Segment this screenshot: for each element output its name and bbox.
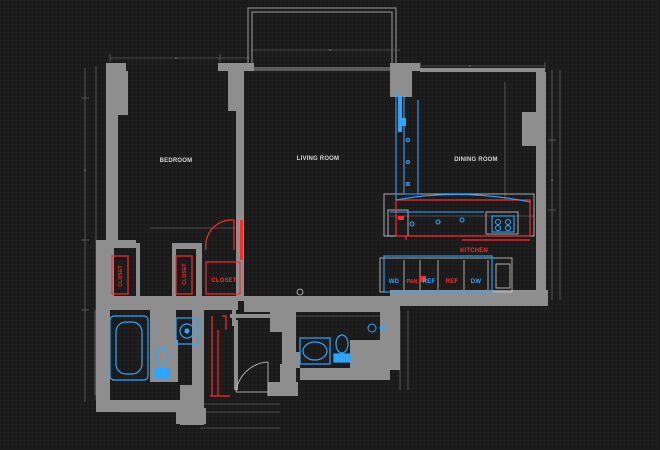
red-accents bbox=[111, 199, 531, 397]
walls bbox=[96, 63, 548, 425]
appliance-label-dw: DW bbox=[471, 279, 482, 285]
room-label-kitchen: KITCHEN bbox=[460, 248, 488, 254]
closet-label-small: CLOSET bbox=[182, 263, 188, 284]
room-label-bedroom: BEDROOM bbox=[160, 158, 193, 164]
sink-3-icon bbox=[367, 323, 385, 333]
appliance-label-pantry: PAN bbox=[407, 279, 418, 285]
blue-fill-accents bbox=[398, 96, 406, 132]
red-fill-accents bbox=[240, 216, 426, 282]
blue-accents bbox=[383, 92, 531, 293]
closet-label-left: CLOSET bbox=[118, 265, 124, 286]
balcony bbox=[247, 7, 397, 71]
sink-2-icon bbox=[299, 337, 331, 365]
room-label-dining-room: DINING ROOM bbox=[454, 157, 498, 163]
appliance-label-wd: WD bbox=[389, 279, 400, 285]
toilet-icon bbox=[154, 347, 170, 379]
dimension-ticks bbox=[84, 49, 553, 413]
appliance-label-ref-1: REF bbox=[423, 279, 436, 285]
column-marker-icon bbox=[296, 288, 304, 296]
toilet-2-icon bbox=[333, 334, 351, 363]
sink-icon bbox=[175, 317, 199, 345]
door-swing-icon bbox=[235, 361, 269, 396]
appliance-label-ref-2: REF bbox=[446, 279, 459, 285]
room-label-living-room: LIVING ROOM bbox=[297, 156, 340, 162]
room-label-closet: CLOSET bbox=[211, 278, 237, 284]
bathtub-icon bbox=[109, 315, 149, 381]
